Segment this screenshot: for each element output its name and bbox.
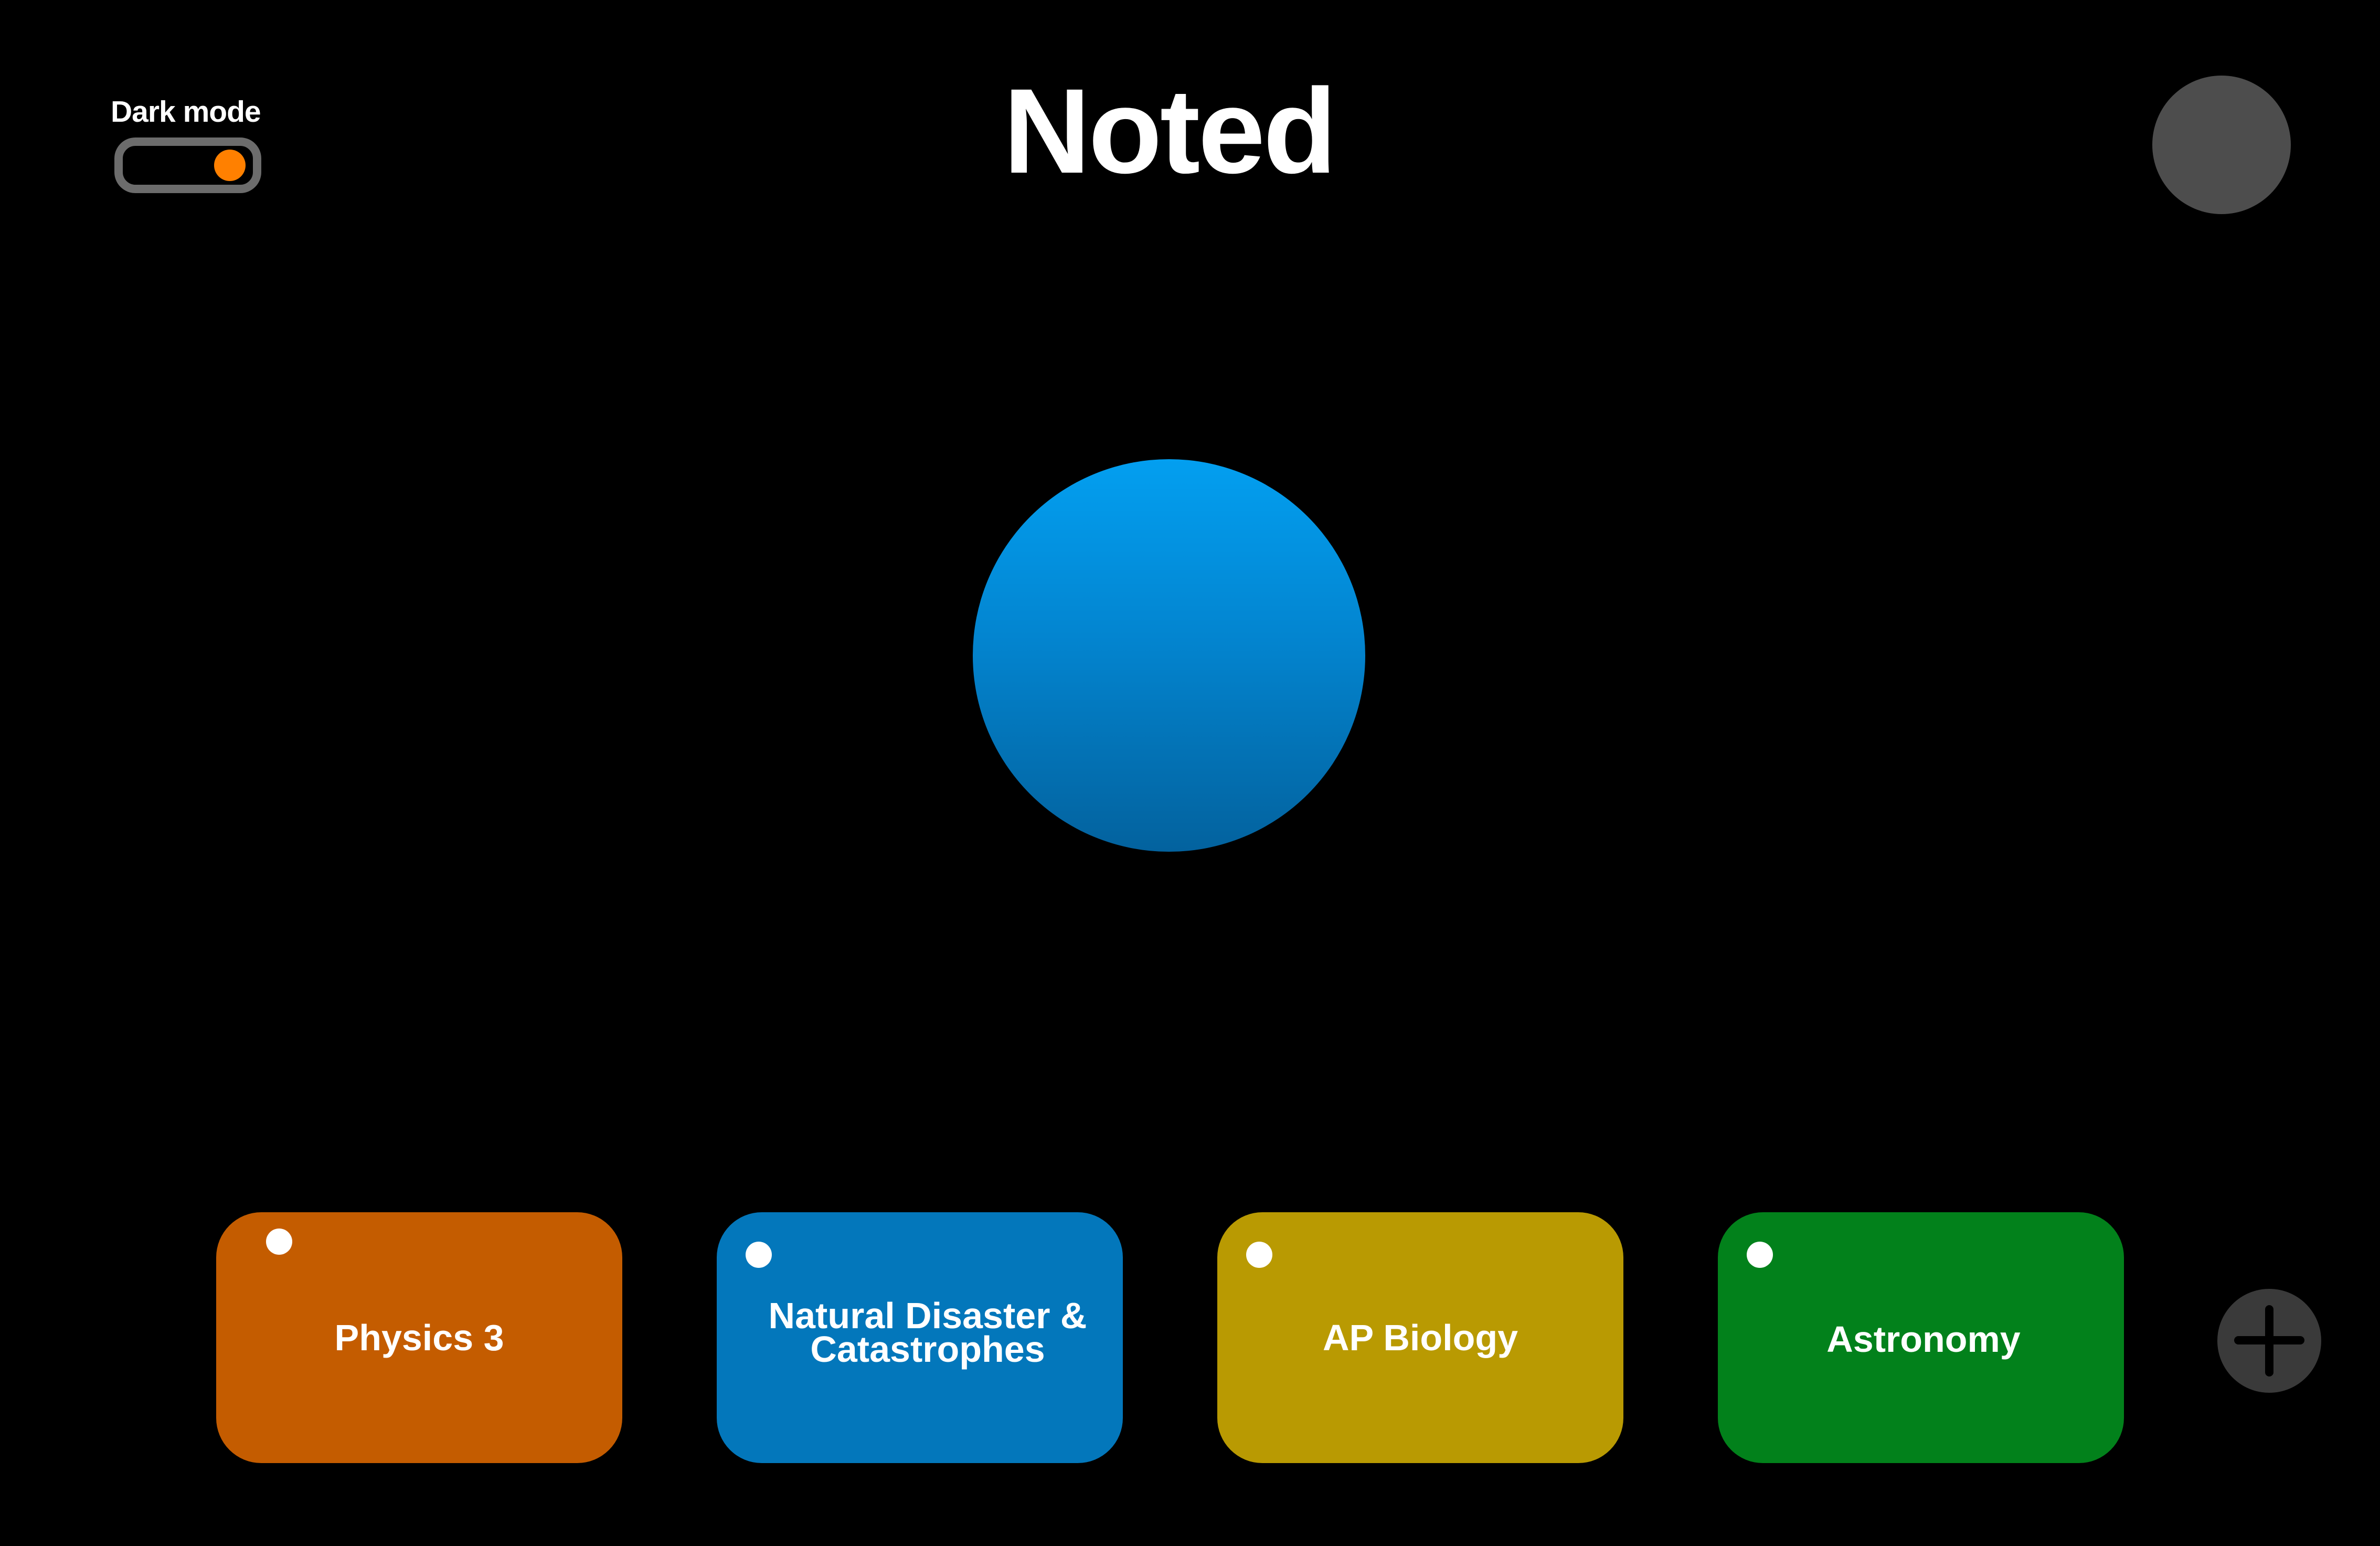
profile-avatar-button[interactable] — [2152, 76, 2291, 214]
subject-card-label: Physics 3 — [334, 1317, 504, 1358]
plus-icon-vertical — [2265, 1305, 2273, 1376]
subject-card-label: AP Biology — [1322, 1317, 1518, 1358]
center-orb — [973, 459, 1365, 852]
card-dot-icon — [1246, 1242, 1272, 1268]
card-dot-icon — [266, 1229, 292, 1255]
dark-mode-toggle[interactable] — [114, 137, 261, 193]
dark-mode-control: Dark mode — [109, 94, 267, 199]
app-title: Noted — [1003, 63, 1337, 198]
subject-card-physics-3[interactable]: Physics 3 — [216, 1212, 622, 1463]
subject-card-astronomy[interactable]: Astronomy — [1718, 1212, 2124, 1463]
card-dot-icon — [1747, 1242, 1773, 1268]
subject-card-label: Natural Disaster & Catastrophes — [768, 1295, 1087, 1370]
subject-card-natural-disaster[interactable]: Natural Disaster & Catastrophes — [717, 1212, 1123, 1463]
subject-card-ap-biology[interactable]: AP Biology — [1217, 1212, 1623, 1463]
add-subject-button[interactable] — [2217, 1289, 2321, 1393]
dark-mode-label: Dark mode — [111, 95, 261, 129]
subject-card-label: Astronomy — [1826, 1319, 2021, 1360]
toggle-knob — [214, 150, 246, 181]
card-dot-icon — [746, 1242, 772, 1268]
